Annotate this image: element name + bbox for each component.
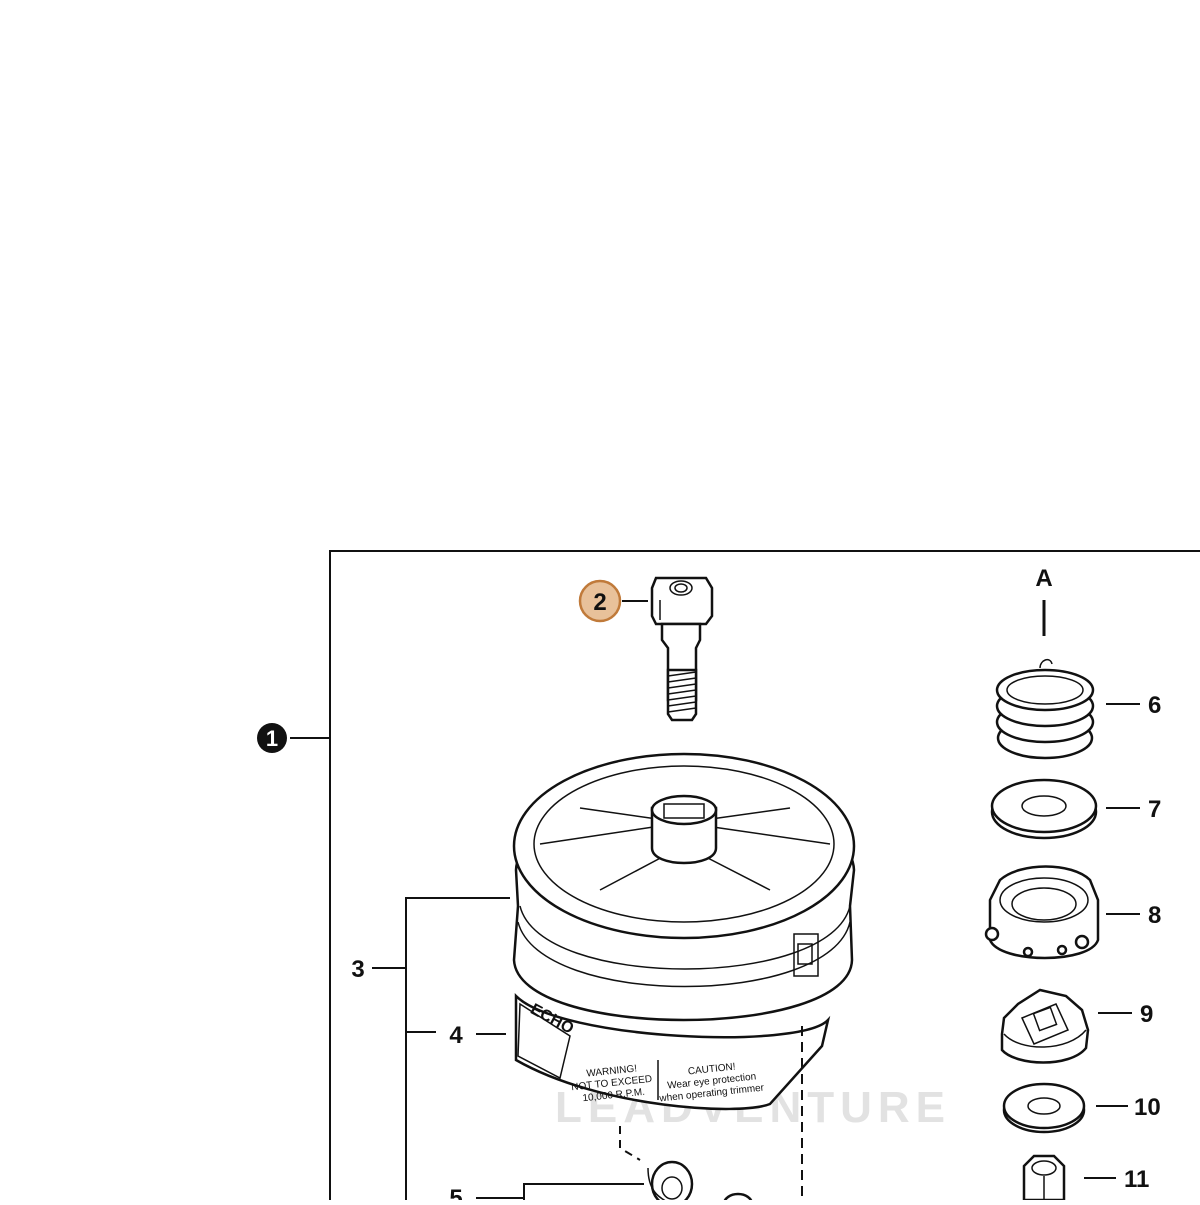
callout-7[interactable]: 7	[1106, 796, 1161, 823]
direction-marker-a: A	[1035, 565, 1053, 636]
part-2-bolt[interactable]	[650, 576, 714, 722]
callout-3[interactable]: 3	[351, 897, 510, 1200]
callout-11-label: 11	[1124, 1166, 1149, 1193]
callout-2[interactable]: 2	[578, 579, 648, 623]
callout-5-label: 5	[449, 1185, 462, 1200]
callout-11[interactable]: 11	[1084, 1166, 1149, 1193]
callout-1[interactable]: 1	[257, 723, 330, 753]
part-6-spring[interactable]	[995, 658, 1095, 760]
part-3-head-body[interactable]	[512, 752, 856, 1022]
callout-5[interactable]: 5	[449, 1183, 644, 1205]
callout-10-label: 10	[1134, 1094, 1161, 1121]
part-10-washer[interactable]	[1002, 1082, 1086, 1134]
callout-1-label: 1	[266, 726, 278, 751]
callout-9[interactable]: 9	[1098, 1001, 1153, 1028]
part-9-hub[interactable]	[1000, 988, 1090, 1064]
callout-4[interactable]: 4	[449, 1022, 506, 1049]
part-7-washer[interactable]	[990, 778, 1098, 840]
callout-8-label: 8	[1148, 902, 1161, 929]
decal-warning-1: WARNING!	[586, 1063, 638, 1079]
part-11-nut[interactable]	[1022, 1154, 1066, 1202]
callout-6[interactable]: 6	[1106, 692, 1161, 719]
callout-10[interactable]: 10	[1096, 1094, 1161, 1121]
decal-caution-1: CAUTION!	[687, 1062, 736, 1078]
marker-a-label: A	[1035, 565, 1052, 592]
part-5-eyelet[interactable]	[647, 1160, 754, 1205]
callout-4-label: 4	[449, 1022, 463, 1049]
part-8-collar[interactable]	[984, 865, 1100, 960]
callout-2-highlight	[578, 579, 622, 623]
assembly-frame	[329, 550, 1200, 1200]
callout-3-label: 3	[351, 956, 364, 983]
assembly-line-5	[619, 1126, 641, 1161]
callout-7-label: 7	[1148, 796, 1161, 823]
part-4-decal[interactable]: ECHO WARNING! NOT TO EXCEED 10,000 R.P.M…	[514, 992, 831, 1111]
callout-6-label: 6	[1148, 692, 1161, 719]
callout-8[interactable]: 8	[1106, 902, 1161, 929]
callout-9-label: 9	[1140, 1001, 1153, 1028]
callout-2-label: 2	[593, 589, 606, 616]
